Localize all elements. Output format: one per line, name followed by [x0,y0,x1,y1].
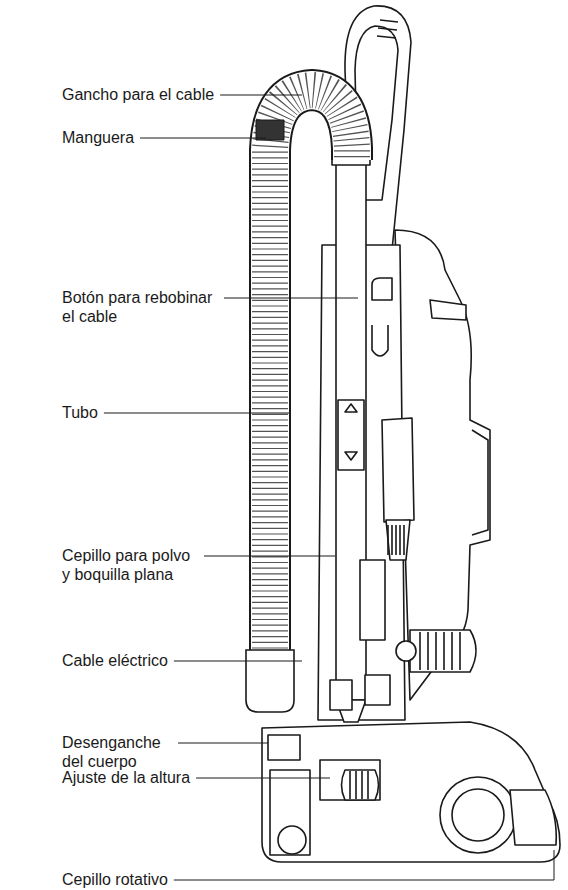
reel-ribs [420,632,460,670]
base-panel [320,760,380,800]
knob-ribs [350,771,368,799]
tube-lock [338,400,364,470]
side-clip [472,430,488,535]
body-release [268,735,300,760]
leader-line [554,850,555,880]
leader-line [104,413,290,414]
part-label: Botón para rebobinar el cable [62,288,218,326]
brush-bristles [388,525,404,555]
crevice-tool [382,418,414,522]
tool-holder [360,560,385,640]
part-label: Cepillo para polvo y boquilla plana [62,546,198,584]
cord-hook-lower [372,325,388,356]
dust-brush [386,520,410,560]
hose [246,90,352,712]
rewind-button [372,278,392,300]
reel-end [396,641,416,661]
part-label: Tubo [62,403,98,422]
vacuum-body [262,6,560,862]
lock-arrows [345,404,357,460]
height-knob [342,770,379,800]
leader-line [204,556,335,557]
leader-line [140,138,266,139]
hose-fill [270,90,352,690]
leader-line [220,95,302,96]
front-wheel [278,826,306,854]
leader-line [196,778,330,779]
wheel-hub [452,789,504,841]
leader-line [224,298,358,299]
leader-line [174,661,302,662]
part-label: Cepillo rotativo [62,870,168,889]
handle-grip [377,20,398,38]
leader-line [174,880,554,881]
hose-end [246,650,294,712]
hose-ribs [270,90,352,660]
rear-wheel [440,777,516,853]
part-label: Manguera [62,128,134,147]
body-panels [330,675,390,710]
base [262,722,560,862]
hose-collar [256,120,284,140]
part-label: Cable eléctrico [62,651,168,670]
brush-roll-housing [510,790,556,845]
hose-outline [270,90,352,690]
housing-vent [430,300,466,320]
part-label: Ajuste de la altura [62,768,190,787]
cord-reel [410,630,476,672]
part-label: Gancho para el cable [62,85,214,104]
leader-line [178,743,268,744]
leader-lines [104,95,554,880]
front-bumper [270,770,310,855]
part-label: Desenganche del cuerpo [62,733,172,771]
